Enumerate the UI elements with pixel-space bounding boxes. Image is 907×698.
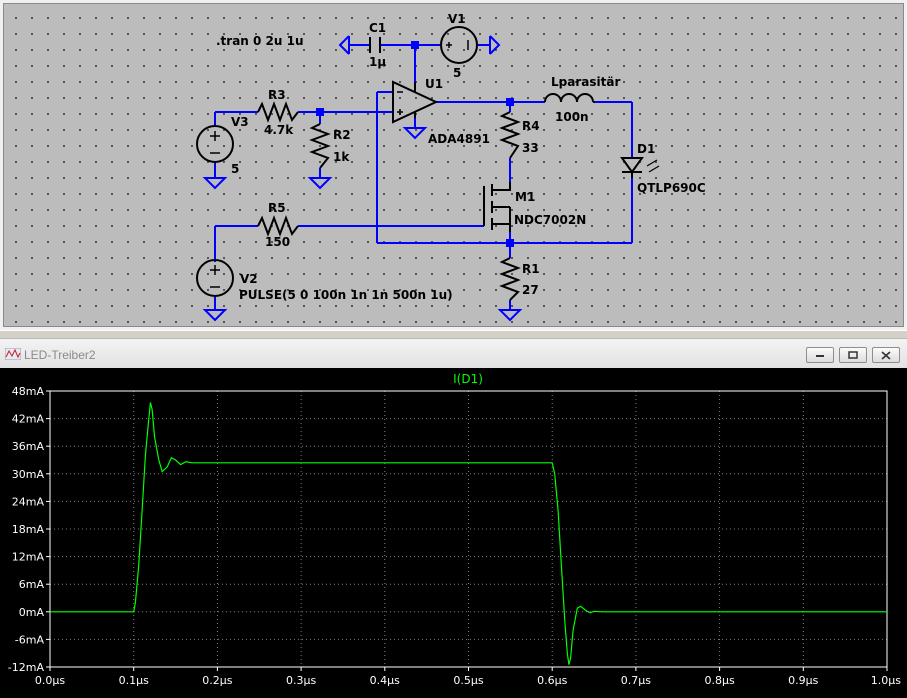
voltage-source-v2-symbol[interactable] bbox=[196, 259, 234, 297]
minimize-icon bbox=[816, 355, 824, 357]
y-tick-label: 48mA bbox=[12, 385, 45, 398]
m1-value: NDC7002N bbox=[514, 213, 586, 227]
opamp-u1-symbol[interactable] bbox=[392, 80, 439, 124]
mosfet-m1-symbol[interactable] bbox=[483, 182, 511, 232]
waveform-chart[interactable]: I(D1) 48mA 42mA 36mA 30mA 24mA 18mA 12mA 6mA 0mA… bbox=[0, 368, 907, 698]
window-titlebar[interactable]: LED-Treiber2 bbox=[0, 338, 907, 368]
waveform-app-icon bbox=[5, 348, 21, 360]
wires bbox=[214, 44, 633, 310]
ground-symbols bbox=[202, 35, 523, 322]
waveform-plot-area[interactable]: I(D1) 48mA 42mA 36mA 30mA 24mA 18mA 12mA 6mA 0mA… bbox=[0, 368, 907, 698]
x-tick-label: 0.2µs bbox=[202, 674, 232, 687]
trace-layer bbox=[50, 402, 887, 665]
x-tick-label: 0.1µs bbox=[119, 674, 149, 687]
tran-directive: .tran 0 2u 1u bbox=[216, 34, 304, 48]
trace-id1-line bbox=[50, 402, 887, 665]
voltage-source-v1-symbol[interactable] bbox=[440, 26, 478, 64]
y-tick-label: 0mA bbox=[19, 606, 45, 619]
r3-value: 4.7k bbox=[264, 123, 294, 137]
voltage-source-v3-symbol[interactable] bbox=[196, 125, 234, 163]
v2-value: PULSE(5 0 100n 1n 1n 500n 1u) bbox=[239, 288, 453, 302]
minimize-button[interactable] bbox=[806, 347, 834, 363]
r5-value: 150 bbox=[265, 235, 290, 249]
v1-name: V1 bbox=[448, 12, 466, 26]
junctions bbox=[316, 41, 514, 247]
y-tick-label: 42mA bbox=[12, 413, 45, 426]
d1-name: D1 bbox=[637, 142, 655, 156]
v3-value: 5 bbox=[231, 162, 239, 176]
resistor-symbols[interactable] bbox=[257, 101, 521, 301]
inductor-lparasitar-symbol[interactable] bbox=[544, 93, 595, 103]
y-tick-label: 36mA bbox=[12, 440, 45, 453]
x-tick-label: 0.3µs bbox=[286, 674, 316, 687]
led-d1-symbol[interactable] bbox=[620, 157, 660, 178]
grid bbox=[50, 391, 887, 667]
close-icon bbox=[881, 350, 891, 360]
maximize-icon bbox=[848, 351, 858, 359]
y-axis-ticks: 48mA 42mA 36mA 30mA 24mA 18mA 12mA 6mA 0mA -6mA -1… bbox=[8, 385, 50, 674]
lpar-name: Lparasitär bbox=[551, 75, 620, 89]
waveform-window[interactable]: LED-Treiber2 I(D1) 48mA 42mA 36mA 30mA 24mA 1… bbox=[0, 338, 907, 698]
x-tick-label: 0.5µs bbox=[453, 674, 483, 687]
c1-name: C1 bbox=[369, 21, 386, 35]
y-tick-label: 30mA bbox=[12, 468, 45, 481]
y-tick-label: -6mA bbox=[15, 633, 45, 646]
y-tick-label: 12mA bbox=[12, 551, 45, 564]
x-tick-label: 1.0µs bbox=[871, 674, 901, 687]
x-tick-label: 0.7µs bbox=[621, 674, 651, 687]
y-tick-label: 6mA bbox=[19, 578, 45, 591]
u1-name: U1 bbox=[425, 77, 443, 91]
window-title: LED-Treiber2 bbox=[24, 348, 96, 362]
c1-value: 1µ bbox=[369, 55, 386, 69]
v3-name: V3 bbox=[231, 115, 249, 129]
x-tick-label: 0.9µs bbox=[788, 674, 818, 687]
x-tick-label: 0.0µs bbox=[35, 674, 65, 687]
x-tick-label: 0.6µs bbox=[537, 674, 567, 687]
y-tick-label: 18mA bbox=[12, 523, 45, 536]
schematic-canvas[interactable] bbox=[3, 3, 904, 327]
schematic-drawing[interactable]: .tran 0 2u 1u C1 1µ V1 5 U1 ADA4891 Lpar… bbox=[0, 0, 907, 330]
r2-value: 1k bbox=[333, 150, 350, 164]
component-labels: .tran 0 2u 1u C1 1µ V1 5 U1 ADA4891 Lpar… bbox=[216, 12, 706, 302]
v1-value: 5 bbox=[453, 66, 461, 80]
y-tick-label: 24mA bbox=[12, 495, 45, 508]
d1-value: QTLP690C bbox=[637, 181, 706, 195]
r1-name: R1 bbox=[522, 262, 540, 276]
r4-name: R4 bbox=[522, 119, 540, 133]
m1-name: M1 bbox=[515, 190, 535, 204]
y-tick-label: -12mA bbox=[8, 661, 45, 674]
lpar-value: 100n bbox=[555, 110, 589, 124]
restore-button[interactable] bbox=[839, 347, 867, 363]
schematic-editor[interactable]: .tran 0 2u 1u C1 1µ V1 5 U1 ADA4891 Lpar… bbox=[0, 0, 907, 330]
x-tick-label: 0.4µs bbox=[370, 674, 400, 687]
x-tick-label: 0.8µs bbox=[704, 674, 734, 687]
plot-frame bbox=[49, 390, 888, 668]
trace-label[interactable]: I(D1) bbox=[453, 372, 483, 386]
capacitor-c1-symbol[interactable] bbox=[369, 37, 381, 53]
close-button[interactable] bbox=[872, 347, 900, 363]
v2-name: V2 bbox=[240, 272, 258, 286]
x-axis-ticks: 0.0µs 0.1µs 0.2µs 0.3µs 0.4µs 0.5µs 0.6µs 0.7µs… bbox=[35, 667, 901, 687]
r4-value: 33 bbox=[522, 141, 539, 155]
r3-name: R3 bbox=[268, 88, 286, 102]
r2-name: R2 bbox=[333, 128, 351, 142]
pane-separator[interactable] bbox=[0, 330, 907, 339]
r5-name: R5 bbox=[268, 201, 286, 215]
r1-value: 27 bbox=[522, 283, 539, 297]
u1-value: ADA4891 bbox=[428, 132, 490, 146]
